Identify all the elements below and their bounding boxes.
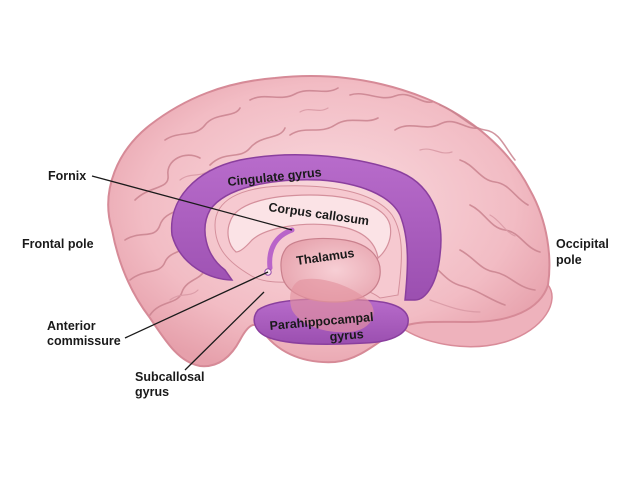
label-anterior-commissure-line2: commissure: [47, 334, 121, 348]
brainstem-region: [290, 278, 374, 333]
cingulate-gyrus: [170, 154, 442, 301]
label-anterior-commissure-line1: Anterior: [47, 319, 96, 333]
subcallosal-leader: [184, 291, 265, 371]
label-subcallosal-line2: gyrus: [135, 385, 169, 399]
label-occipital-line2: pole: [556, 253, 582, 267]
label-frontal-pole: Frontal pole: [22, 237, 94, 251]
fornix-leader: [91, 175, 293, 231]
cortical-gyri: [124, 87, 541, 316]
label-subcallosal-line1: Subcallosal: [135, 370, 204, 384]
label-occipital-line1: Occipital: [556, 237, 609, 251]
corpus-callosum: [227, 194, 392, 260]
anterior-commissure-leader: [124, 271, 269, 339]
label-fornix: Fornix: [48, 169, 86, 183]
label-parahippocampal-line2: gyrus: [329, 327, 364, 344]
fornix: [267, 227, 295, 271]
